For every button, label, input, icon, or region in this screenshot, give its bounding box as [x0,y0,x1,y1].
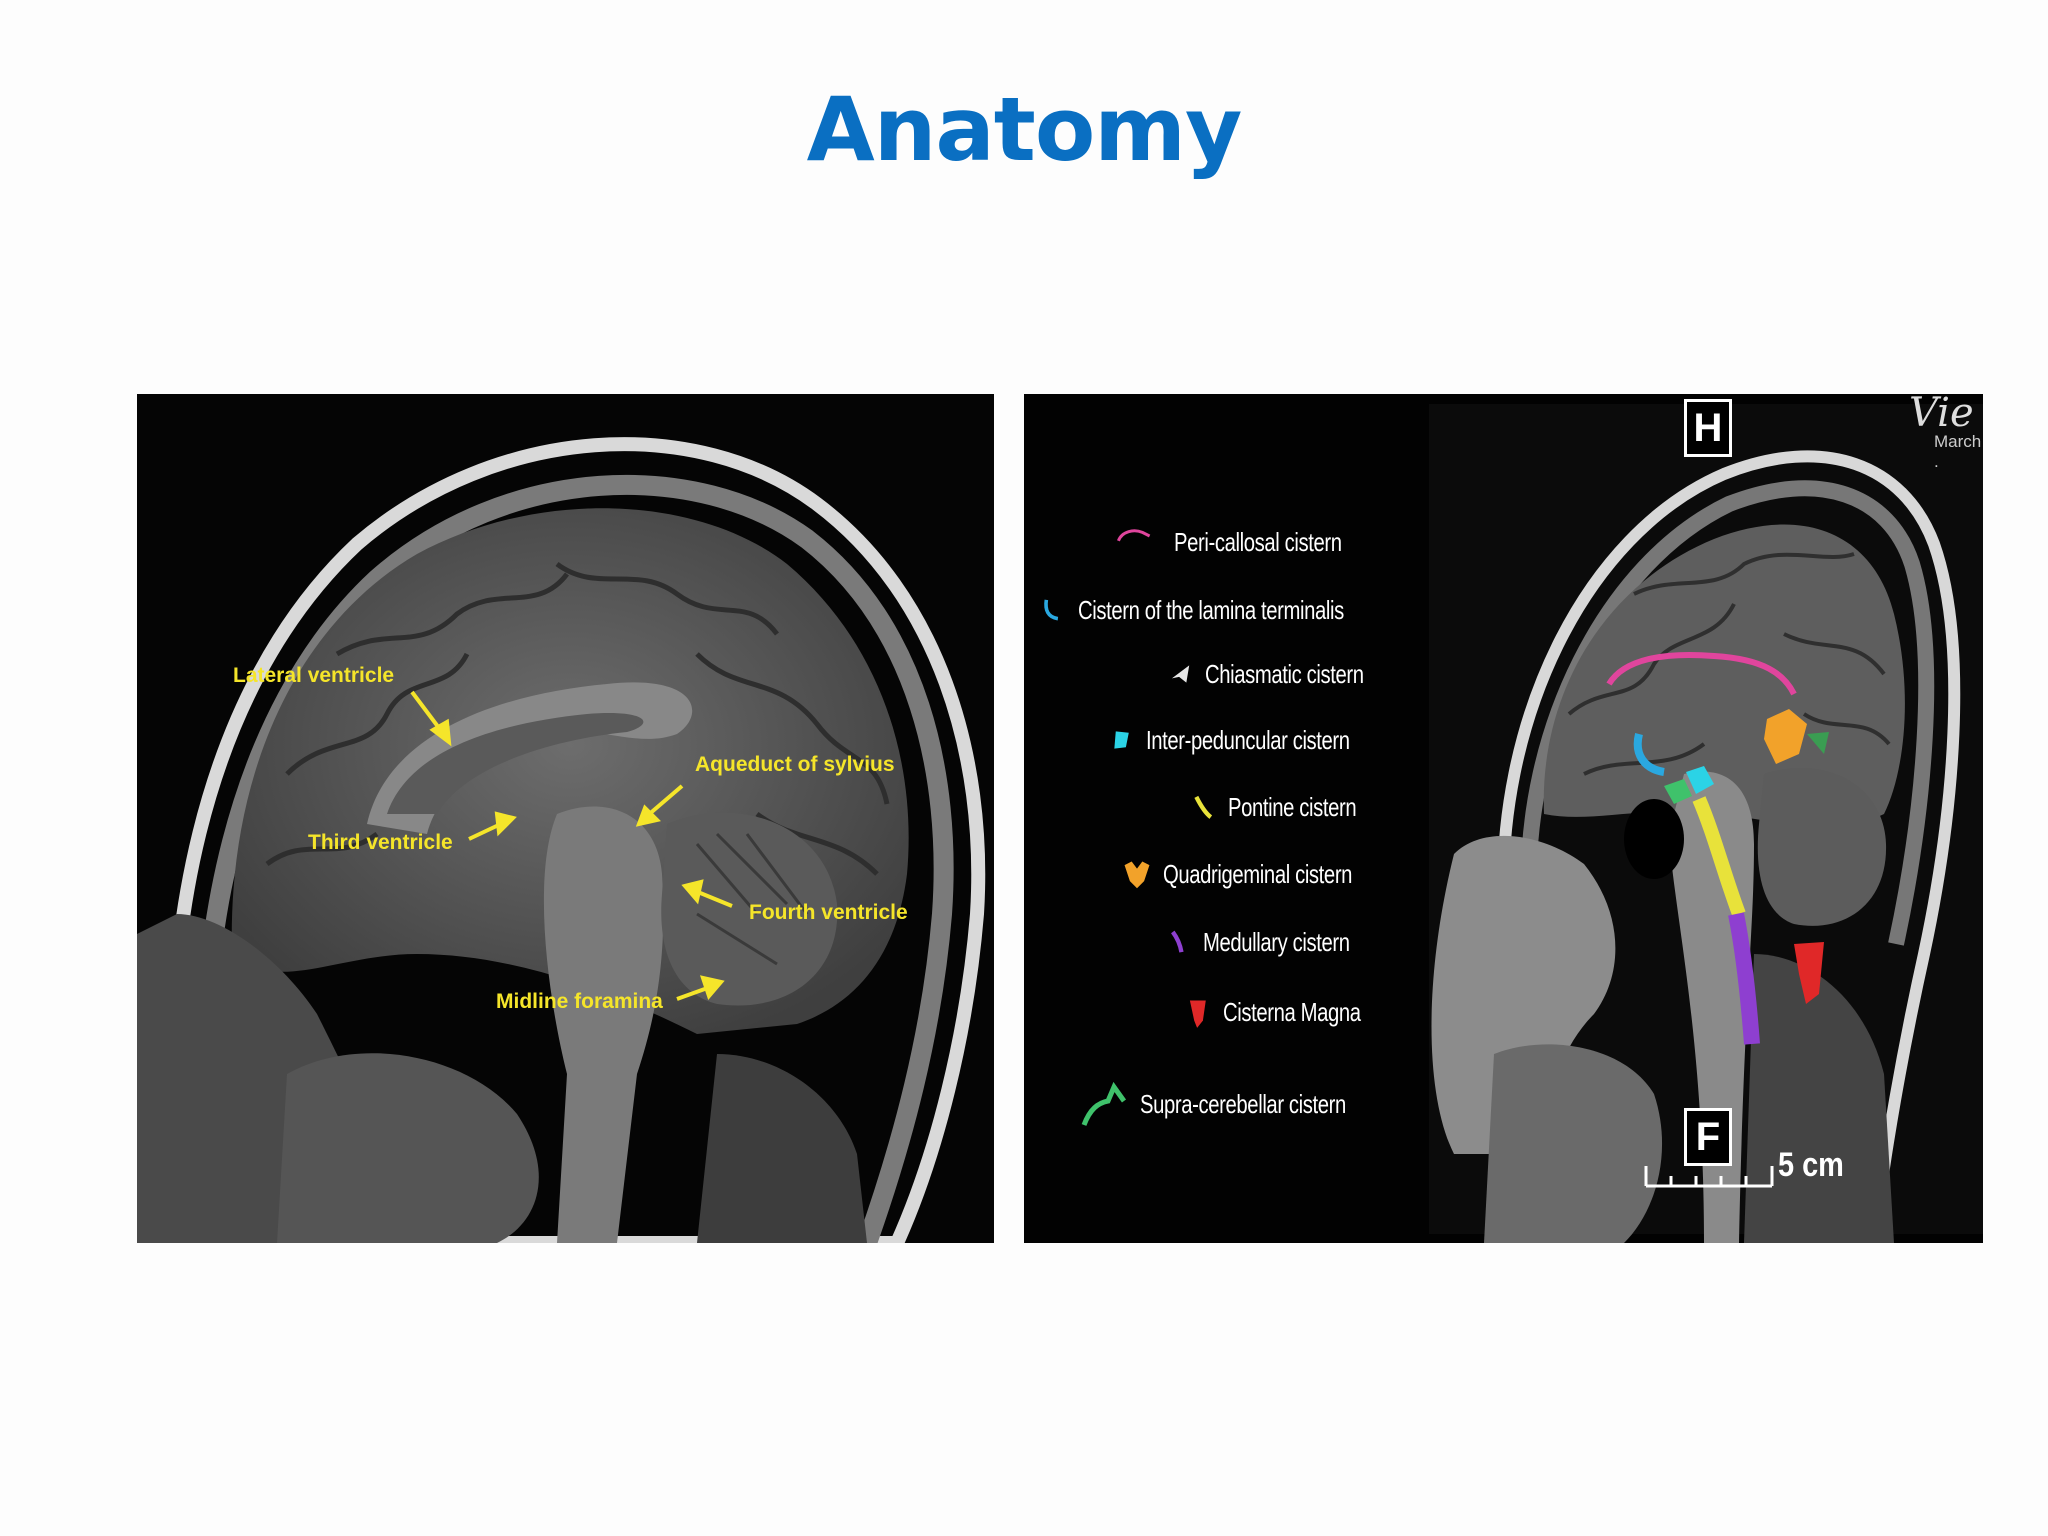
peak-icon [1081,1081,1127,1126]
scale-bar [1644,1166,1774,1188]
legend-label: Cistern of the lamina terminalis [1078,594,1344,625]
legend-label: Chiasmatic cistern [1205,658,1364,689]
label-lateral-ventricle: Lateral ventricle [233,664,395,687]
legend-label: Pontine cistern [1228,791,1357,822]
legend-item-peri-callosal: Peri-callosal cistern [1104,524,1389,560]
foot-marker: F [1684,1108,1732,1166]
legend-item-quadrigeminal: Quadrigeminal cistern [1121,856,1405,892]
slide-title: Anatomy [806,78,1243,181]
legend-label: Supra-cerebellar cistern [1140,1088,1346,1119]
sagittal-mri-scan [137,394,994,1243]
sagittal-mri-cisterns-scan [1024,394,1983,1243]
band-icon [1194,795,1213,819]
legend-item-pontine: Pontine cistern [1192,789,1392,825]
watermark: Vie [1909,394,1974,436]
label-third-ventricle: Third ventricle [308,831,453,854]
label-aqueduct-of-sylvius: Aqueduct of sylvius [695,753,895,776]
legend-label: Cisterna Magna [1223,996,1361,1027]
label-midline-foramina: Midline foramina [496,990,663,1013]
scale-label: 5 cm [1778,1146,1844,1184]
legend-label: Peri-callosal cistern [1174,526,1342,557]
legend-item-inter-peduncular: Inter-peduncular cistern [1110,722,1407,758]
hook-icon [1044,599,1059,621]
legend-item-chiasmatic: Chiasmatic cistern [1169,656,1408,692]
legend-item-lamina-terminalis: Cistern of the lamina terminalis [1042,592,1419,628]
curve-icon [1116,529,1151,542]
mri-cisterns-image: Peri-callosal cistern Cistern of the lam… [1024,394,1983,1243]
watermark-date: March . [1934,432,1982,471]
label-arrows [410,690,733,1001]
cup-icon [1189,1000,1206,1028]
legend-item-medullary: Medullary cistern [1167,924,1391,960]
legend-label: Inter-peduncular cistern [1146,724,1350,755]
label-fourth-ventricle: Fourth ventricle [749,901,908,924]
heart-icon [1124,861,1150,889]
stroke-icon [1171,930,1184,953]
legend-item-cisterna-magna: Cisterna Magna [1187,988,1400,1036]
legend-item-supra-cerebellar: Supra-cerebellar cistern [1080,1079,1404,1129]
legend-label: Quadrigeminal cistern [1163,858,1353,889]
mri-ventricles-image: Lateral ventricle Third ventricle Aquedu… [137,394,994,1243]
blob-icon [1114,731,1129,749]
wedge-icon [1171,665,1190,683]
head-marker: H [1684,399,1732,457]
legend-label: Medullary cistern [1203,926,1350,957]
